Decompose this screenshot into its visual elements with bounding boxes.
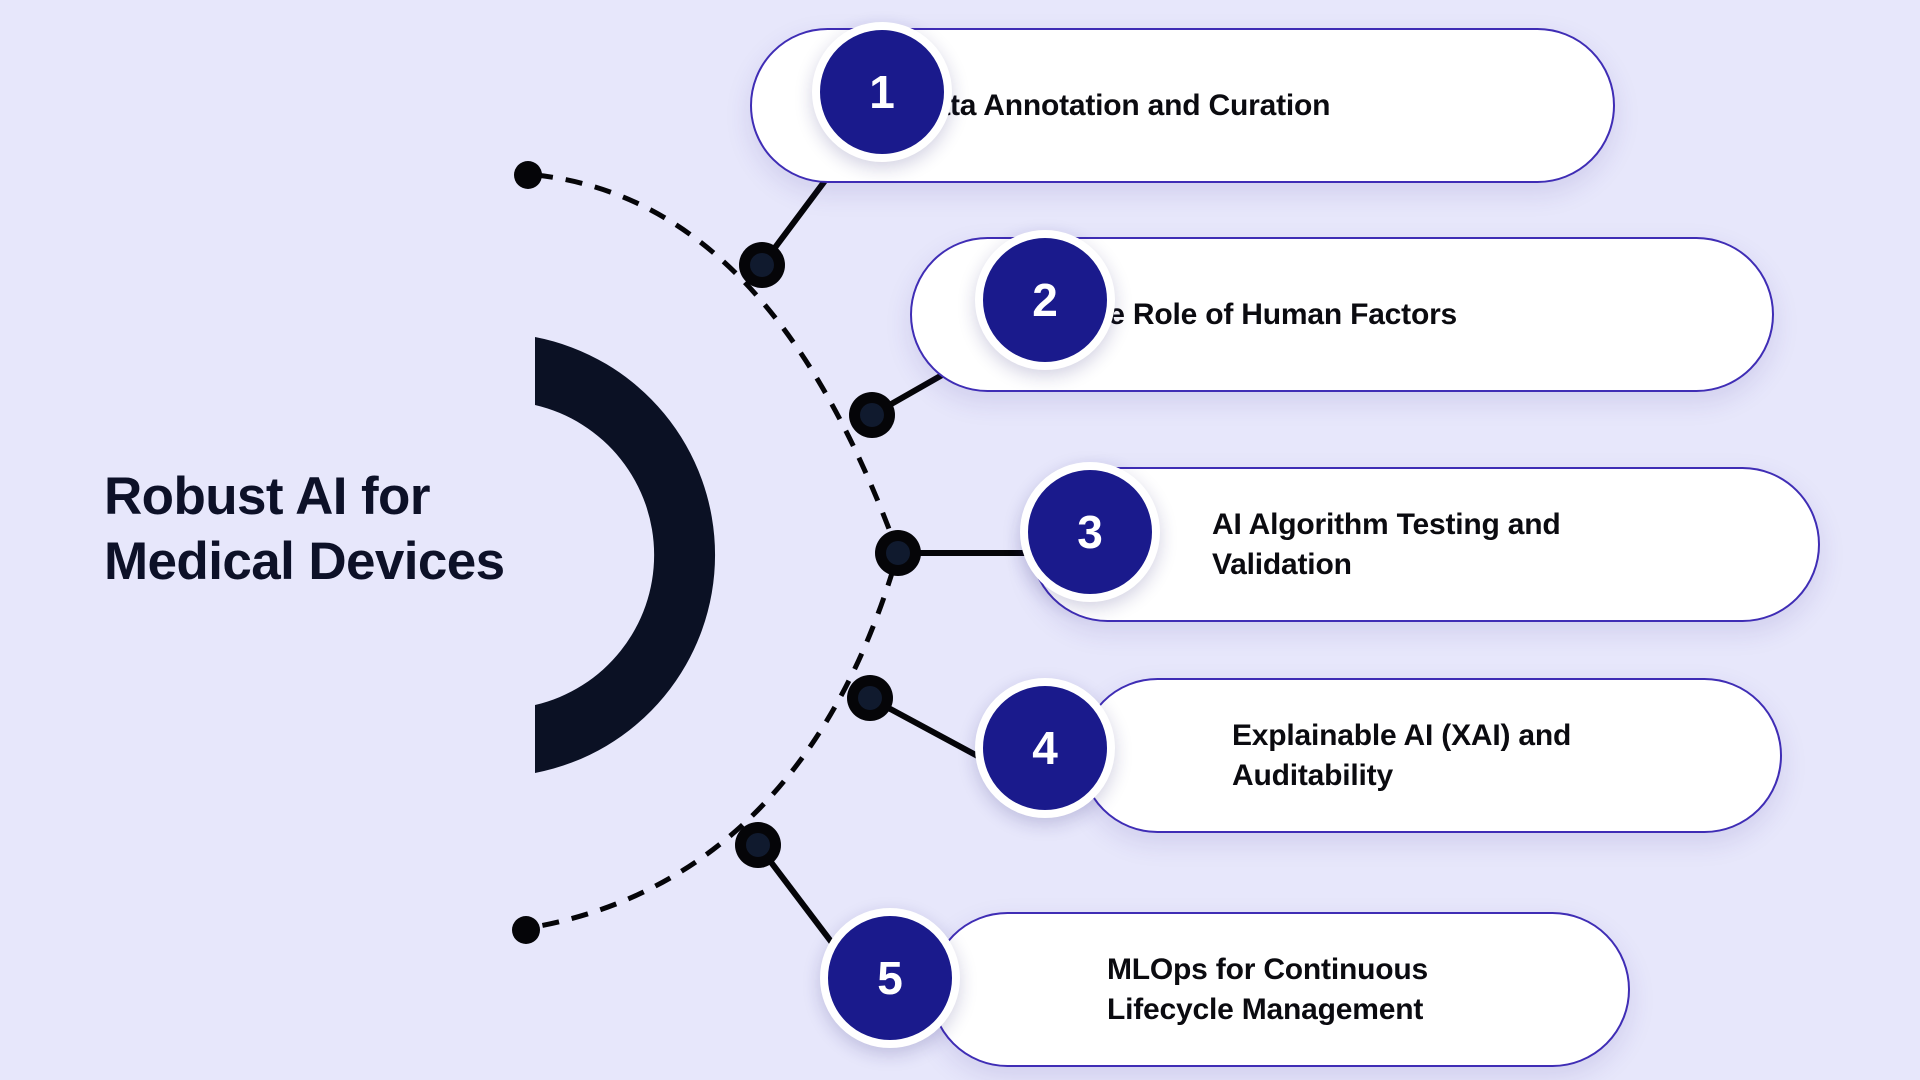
node-dot-4 [847, 675, 893, 721]
step-badge-2[interactable]: 2 [975, 230, 1115, 370]
step-label-1: Data Annotation and Curation [912, 88, 1331, 122]
step-badge-4[interactable]: 4 [975, 678, 1115, 818]
terminal-dot-bottom-icon [512, 916, 540, 944]
half-ring-arc [535, 337, 716, 773]
step-label-2: The Role of Human Factors [1072, 297, 1458, 331]
node-dot-2 [849, 392, 895, 438]
step-card-4[interactable]: Explainable AI (XAI) and Auditability [1080, 678, 1782, 833]
page-title: Robust AI for Medical Devices [104, 467, 505, 591]
step-label-3: AI Algorithm Testing and Validation [1212, 507, 1561, 581]
step-label-4: Explainable AI (XAI) and Auditability [1232, 718, 1572, 792]
step-badge-1[interactable]: 1 [812, 22, 952, 162]
step-badge-3[interactable]: 3 [1020, 462, 1160, 602]
step-label-5: MLOps for Continuous Lifecycle Managemen… [1107, 952, 1428, 1026]
terminal-dot-top-icon [514, 161, 542, 189]
step-card-3[interactable]: AI Algorithm Testing and Validation [1030, 467, 1820, 622]
step-card-5[interactable]: MLOps for Continuous Lifecycle Managemen… [930, 912, 1630, 1067]
node-dot-5 [735, 822, 781, 868]
node-dot-1 [739, 242, 785, 288]
step-badge-5[interactable]: 5 [820, 908, 960, 1048]
node-dot-3 [875, 530, 921, 576]
